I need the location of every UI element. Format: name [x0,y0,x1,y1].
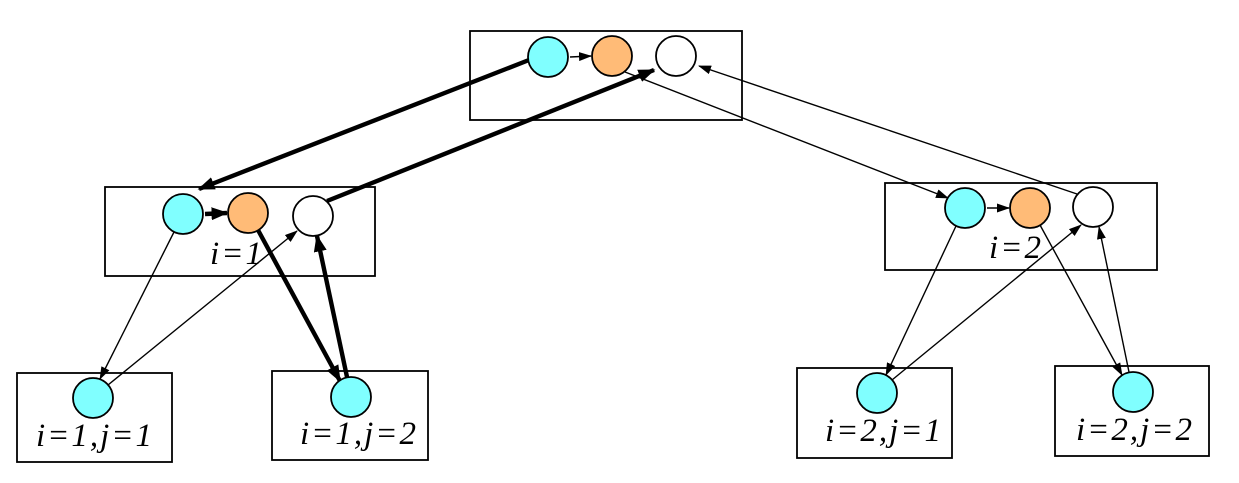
edge-arrow-root-orange-to-i2-cyan [624,71,949,199]
task-node-i1j2-cyan [330,376,372,418]
group-nodes [72,35,1154,419]
edge-arrow-i1-cyan-to-i1-orange [204,207,229,221]
edge-arrow-i2-orange-to-i2j2 [1039,224,1123,376]
task-node-i2j2-cyan [1112,371,1154,413]
task-box-label-i2j1: i=2,j=1 [825,413,943,449]
group-labels: i=1 i=2 i=1,j=1 i=1,j=2 i=2,j=1 i=2,j=2 [36,230,1194,454]
task-node-i2j1-cyan [856,372,898,414]
task-node-root-orange [591,35,633,77]
edge-arrow-i1j2-to-i1-white [313,234,350,378]
edge-arrow-root-cyan-to-root-orange [569,52,592,62]
task-node-i2-orange [1009,187,1051,229]
edge-arrow-i2j2-to-i2-white [1097,226,1130,373]
task-node-i1-cyan [162,193,204,235]
task-node-i1-orange [227,192,269,234]
task-box-label-i2j2: i=2,j=2 [1076,412,1194,448]
task-node-root-cyan [527,36,569,78]
edge-arrow-i2j1-to-i2-white [891,224,1082,381]
edge-arrow-i1j1-to-i1-white [107,230,298,386]
edge-arrow-i1-cyan-to-i1j1 [99,231,175,380]
task-node-i1-white [292,195,334,237]
task-node-root-white [655,35,697,77]
group-edges [99,52,1130,386]
edge-arrow-i1-orange-to-i1j2 [256,228,342,383]
edge-arrow-i2-white-to-root-white [698,65,1078,195]
edge-arrow-root-cyan-to-i1-cyan [197,57,530,192]
task-box-label-i2: i=2 [989,230,1043,266]
edge-arrow-i2-cyan-to-i2j1 [885,225,957,376]
task-box-label-i1j2: i=1,j=2 [300,416,418,452]
task-box-label-i1: i=1 [210,236,264,272]
task-box-label-i1j1: i=1,j=1 [36,418,154,454]
task-node-i1j1-cyan [72,377,114,419]
task-node-i2-white [1072,186,1114,228]
edge-arrow-i1-white-to-root-white [326,67,656,204]
task-node-i2-cyan [944,187,986,229]
